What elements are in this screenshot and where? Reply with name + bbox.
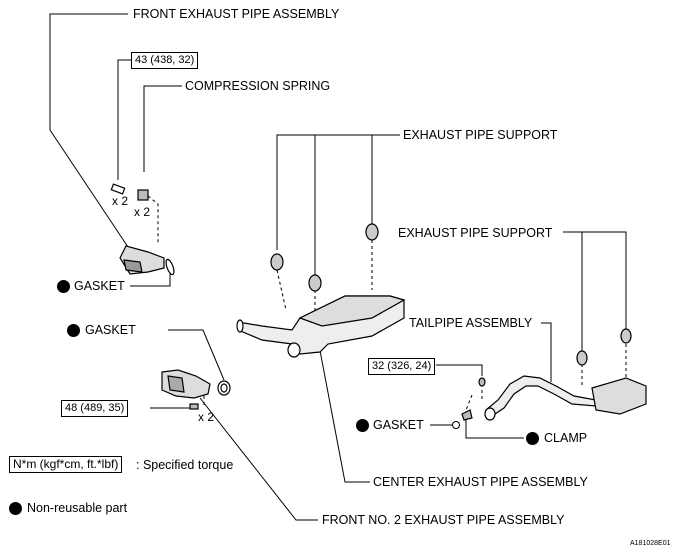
leader-torque-32	[436, 364, 483, 376]
label-center-exhaust-pipe-assembly: CENTER EXHAUST PIPE ASSEMBLY	[373, 475, 588, 489]
legend-torque-text: : Specified torque	[136, 458, 234, 472]
tailpipe-drawing	[461, 375, 647, 421]
leader-gasket-2	[168, 329, 225, 381]
leader-compression-spring	[143, 85, 182, 172]
label-gasket-2: GASKET	[85, 323, 136, 337]
leader-support-top	[276, 134, 400, 250]
dashed-spring	[147, 195, 159, 245]
label-gasket-3: GASKET	[373, 418, 424, 432]
label-compression-spring: COMPRESSION SPRING	[185, 79, 331, 93]
label-exhaust-pipe-support-2: EXHAUST PIPE SUPPORT	[398, 226, 553, 240]
hanger-drawings	[270, 223, 632, 366]
legend-nonreusable-text: Non-reusable part	[27, 501, 128, 515]
label-clamp: CLAMP	[544, 431, 588, 445]
nonreusable-dot-gasket-1	[57, 280, 70, 293]
leader-torque-43	[117, 59, 131, 180]
leader-support-right	[563, 231, 627, 330]
nonreusable-dot-gasket-2	[67, 324, 80, 337]
torque-box-43: 43 (438, 32)	[131, 52, 199, 69]
leader-center-pipe	[317, 339, 370, 483]
label-front-exhaust-pipe-assembly: FRONT EXHAUST PIPE ASSEMBLY	[133, 7, 340, 21]
label-tailpipe-assembly: TAILPIPE ASSEMBLY	[409, 316, 533, 330]
front-exhaust-pipe-drawing	[110, 183, 175, 276]
nonreusable-dot-gasket-3	[356, 419, 369, 432]
torque-box-48: 48 (489, 35)	[61, 400, 129, 417]
legend-torque-box: N*m (kgf*cm, ft.*lbf)	[9, 456, 123, 473]
nonreusable-dot-clamp	[526, 432, 539, 445]
leader-front-no2	[199, 397, 318, 521]
legend-nonreusable-dot	[9, 502, 22, 515]
front-no2-pipe-drawing	[161, 369, 231, 410]
leader-front-exhaust-pipe	[49, 13, 131, 251]
multiplier-x2-bolt: x 2	[112, 194, 129, 208]
multiplier-x2-front-no2: x 2	[198, 410, 215, 424]
figure-id: A181028E01	[630, 540, 671, 547]
center-exhaust-pipe-drawing	[236, 295, 406, 358]
label-front-no2-exhaust-pipe-assembly: FRONT NO. 2 EXHAUST PIPE ASSEMBLY	[322, 513, 565, 527]
leader-clamp	[465, 420, 524, 439]
label-gasket-1: GASKET	[74, 279, 125, 293]
leader-tailpipe	[541, 322, 552, 382]
multiplier-x2-spring: x 2	[134, 205, 151, 219]
label-exhaust-pipe-support-1: EXHAUST PIPE SUPPORT	[403, 128, 558, 142]
torque-box-32: 32 (326, 24)	[368, 358, 436, 375]
